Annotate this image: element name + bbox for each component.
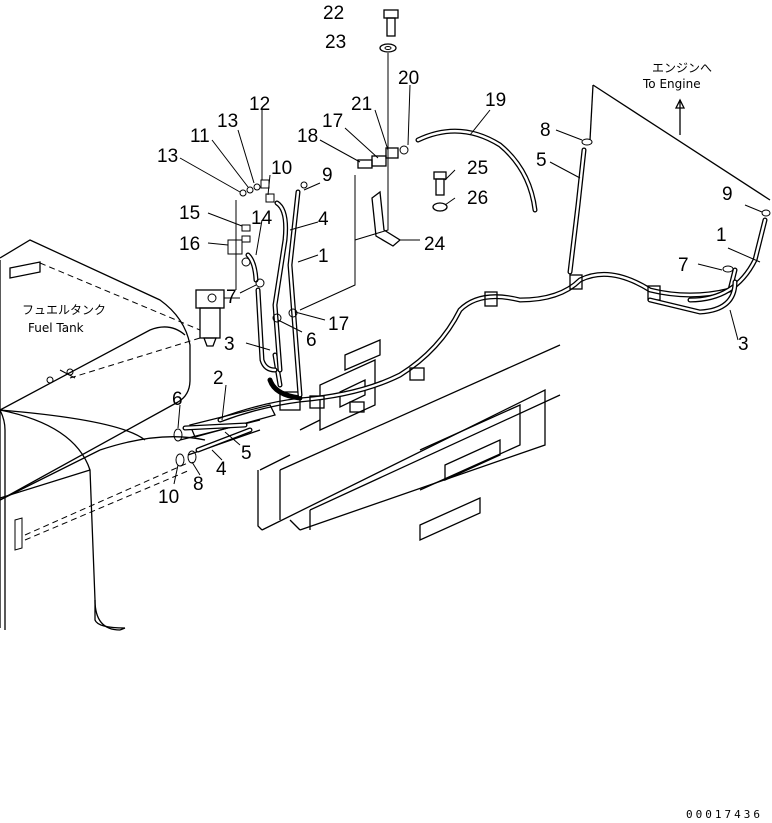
engine-label-en: To Engine <box>642 77 701 91</box>
callout-19: 19 <box>485 90 506 111</box>
callout-7-right: 7 <box>678 255 689 276</box>
clamp-24 <box>371 190 402 247</box>
callout-23: 23 <box>325 32 346 53</box>
engine-label-jp: エンジンへ <box>652 61 712 75</box>
callout-6-left: 6 <box>172 389 183 410</box>
fuel-tank-label-jp: フュエルタンク <box>22 303 106 317</box>
callout-4-center: 4 <box>318 209 329 230</box>
callout-10-upper: 10 <box>271 158 292 179</box>
fittings-top <box>299 145 409 311</box>
callout-25: 25 <box>467 158 488 179</box>
callout-11: 11 <box>190 126 210 147</box>
callout-10-left: 10 <box>158 487 179 508</box>
bolt-22 <box>354 9 399 241</box>
callout-8-right: 8 <box>540 120 551 141</box>
callout-3-right: 3 <box>738 334 749 355</box>
callout-20: 20 <box>398 68 419 89</box>
drawing-code: 00017436 <box>686 808 763 821</box>
tubes-1-4 <box>245 189 303 398</box>
callout-7-center: 7 <box>226 287 237 308</box>
callout-1-right: 1 <box>716 225 727 246</box>
callout-18: 18 <box>297 126 318 147</box>
hose-1-3-right <box>647 217 768 315</box>
callout-8-left: 8 <box>193 474 204 495</box>
callout-9-right: 9 <box>722 184 733 205</box>
callout-13-upper: 13 <box>217 111 238 132</box>
callout-17-top: 17 <box>322 111 343 132</box>
fuel-tank <box>0 239 206 631</box>
callout-12: 12 <box>249 94 270 115</box>
callout-24: 24 <box>424 234 446 255</box>
callout-17-center: 17 <box>328 314 349 335</box>
lower-hoses <box>173 422 253 467</box>
callout-1-center: 1 <box>318 246 329 267</box>
to-engine-leader <box>589 84 771 201</box>
fuel-tank-label-en: Fuel Tank <box>28 321 84 335</box>
callout-2: 2 <box>213 368 224 389</box>
callout-13-lower: 13 <box>157 146 178 167</box>
callout-16: 16 <box>179 234 200 255</box>
callout-6-center: 6 <box>306 330 317 351</box>
hose-19 <box>415 128 538 213</box>
callout-21: 21 <box>351 94 372 115</box>
bolt-25 <box>432 171 448 212</box>
callout-22: 22 <box>323 3 344 24</box>
frame-outline <box>257 339 561 542</box>
fuel-filter <box>195 289 240 347</box>
callout-26: 26 <box>467 188 488 209</box>
callout-9-center: 9 <box>322 165 333 186</box>
callout-15: 15 <box>179 203 200 224</box>
callout-5-right: 5 <box>536 150 547 171</box>
callout-numbers: 22 23 20 21 19 17 18 12 13 11 13 10 9 25… <box>157 3 749 508</box>
callout-5-left: 5 <box>241 443 252 464</box>
leader-lines <box>173 84 763 485</box>
callout-14: 14 <box>251 208 273 229</box>
callout-3-center: 3 <box>224 334 235 355</box>
callout-4-left: 4 <box>216 459 227 480</box>
hose-5-right <box>567 147 587 275</box>
harness-hose <box>179 267 738 456</box>
